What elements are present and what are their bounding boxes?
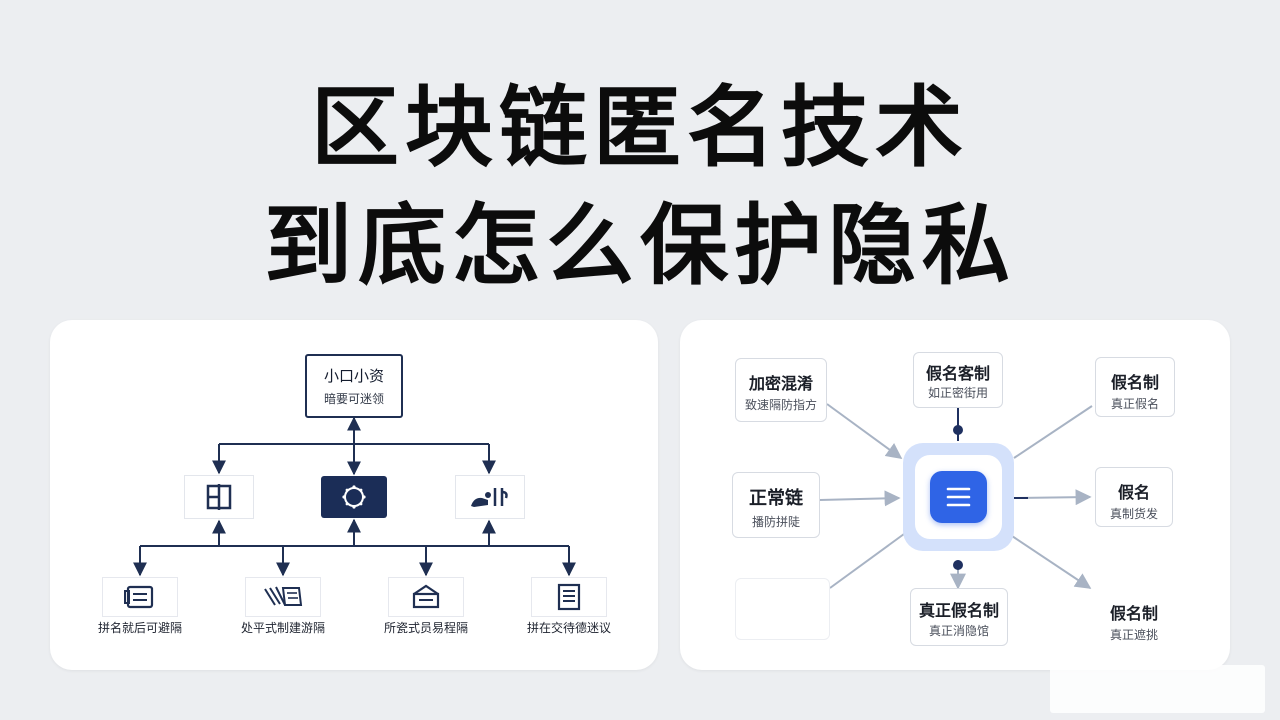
right-node-encryption: 加密混淆 致速隔防指方 (735, 358, 827, 422)
right-node-pseudonym-system-2: 假名制 真正遮挑 (1090, 588, 1178, 648)
hub-connectors (819, 403, 1093, 590)
leaf-label-1: 拼名就后可避隔 (97, 621, 182, 635)
right-node-true-pseudonym: 真正假名制 真正消隐馆 (910, 588, 1008, 646)
leaf-node-3 (388, 577, 464, 617)
connector-hub-to-c (1013, 405, 1093, 459)
right-node-sublabel: 真正假名 (1110, 397, 1159, 411)
middle-node-right (455, 475, 525, 519)
junction-dot-bottom (953, 560, 963, 570)
card-icon (124, 585, 154, 609)
connector-hub-to-h (1011, 535, 1092, 589)
right-node-label: 假名客制 (925, 364, 990, 383)
right-node-label: 正常链 (749, 488, 803, 509)
leaf-node-4 (531, 577, 607, 617)
right-node-label: 假名制 (1110, 373, 1159, 392)
connector-a-to-hub (826, 403, 903, 459)
gear-icon (342, 485, 366, 509)
leaf-label-3: 所瓷式员易程隔 (383, 621, 468, 635)
menu-icon (946, 487, 971, 507)
right-node-label: 加密混淆 (748, 374, 813, 393)
right-node-sublabel: 真正遮挑 (1109, 628, 1158, 642)
leaf-node-1 (102, 577, 178, 617)
right-node-label: 真正假名制 (918, 601, 999, 620)
right-node-empty (735, 578, 830, 640)
junction-dot-top (953, 425, 963, 435)
middle-node-center (321, 476, 387, 518)
split-square-icon (206, 484, 232, 510)
right-node-normal-chain: 正常链 播防拼陡 (732, 472, 820, 538)
leaf-label-2: 处平式制建游隔 (240, 621, 325, 635)
right-node-sublabel: 致速隔防指方 (744, 398, 817, 412)
watermark-overlay (1050, 665, 1265, 713)
leaf-label-4: 拼在交待德迷议 (526, 621, 611, 635)
right-node-label: 假名制 (1109, 604, 1158, 623)
title-line-1: 区块链匿名技术 (310, 76, 969, 179)
hub-core (915, 455, 1002, 539)
root-node-sublabel: 暗要可迷领 (323, 392, 384, 406)
right-node-pseudonym-system: 假名制 真正假名 (1095, 357, 1175, 417)
list-icon (557, 583, 581, 611)
title-line-2: 到底怎么保护隐私 (263, 194, 1016, 297)
leaf-node-2 (245, 577, 321, 617)
connector-f-to-hub (829, 533, 905, 589)
right-node-label: 假名 (1117, 483, 1150, 502)
left-diagram-panel: 小口小资 暗要可迷领 (50, 320, 658, 670)
right-node-sublabel: 真制货发 (1109, 507, 1158, 521)
tree-connectors (133, 416, 576, 577)
hub-ring (903, 443, 1014, 551)
right-node-sublabel: 如正密街用 (927, 386, 988, 400)
right-node-pseudonym-custom: 假名客制 如正密街用 (913, 352, 1003, 408)
coin-hand-icon (471, 488, 508, 507)
right-node-sublabel: 播防拼陡 (751, 515, 800, 529)
right-diagram-panel: 加密混淆 致速隔防指方 假名客制 如正密街用 假名制 真正假名 正常链 播防拼陡… (680, 320, 1230, 670)
hub-button (930, 471, 987, 523)
documents-icon (264, 586, 303, 606)
connector-d-to-hub (819, 490, 901, 507)
right-node-pseudonym: 假名 真制货发 (1095, 467, 1173, 527)
root-node-label: 小口小资 (323, 367, 384, 385)
middle-node-left (184, 475, 254, 519)
root-node: 小口小资 暗要可迷领 (305, 354, 403, 418)
right-node-sublabel: 真正消隐馆 (928, 624, 989, 638)
box-icon (412, 584, 440, 609)
